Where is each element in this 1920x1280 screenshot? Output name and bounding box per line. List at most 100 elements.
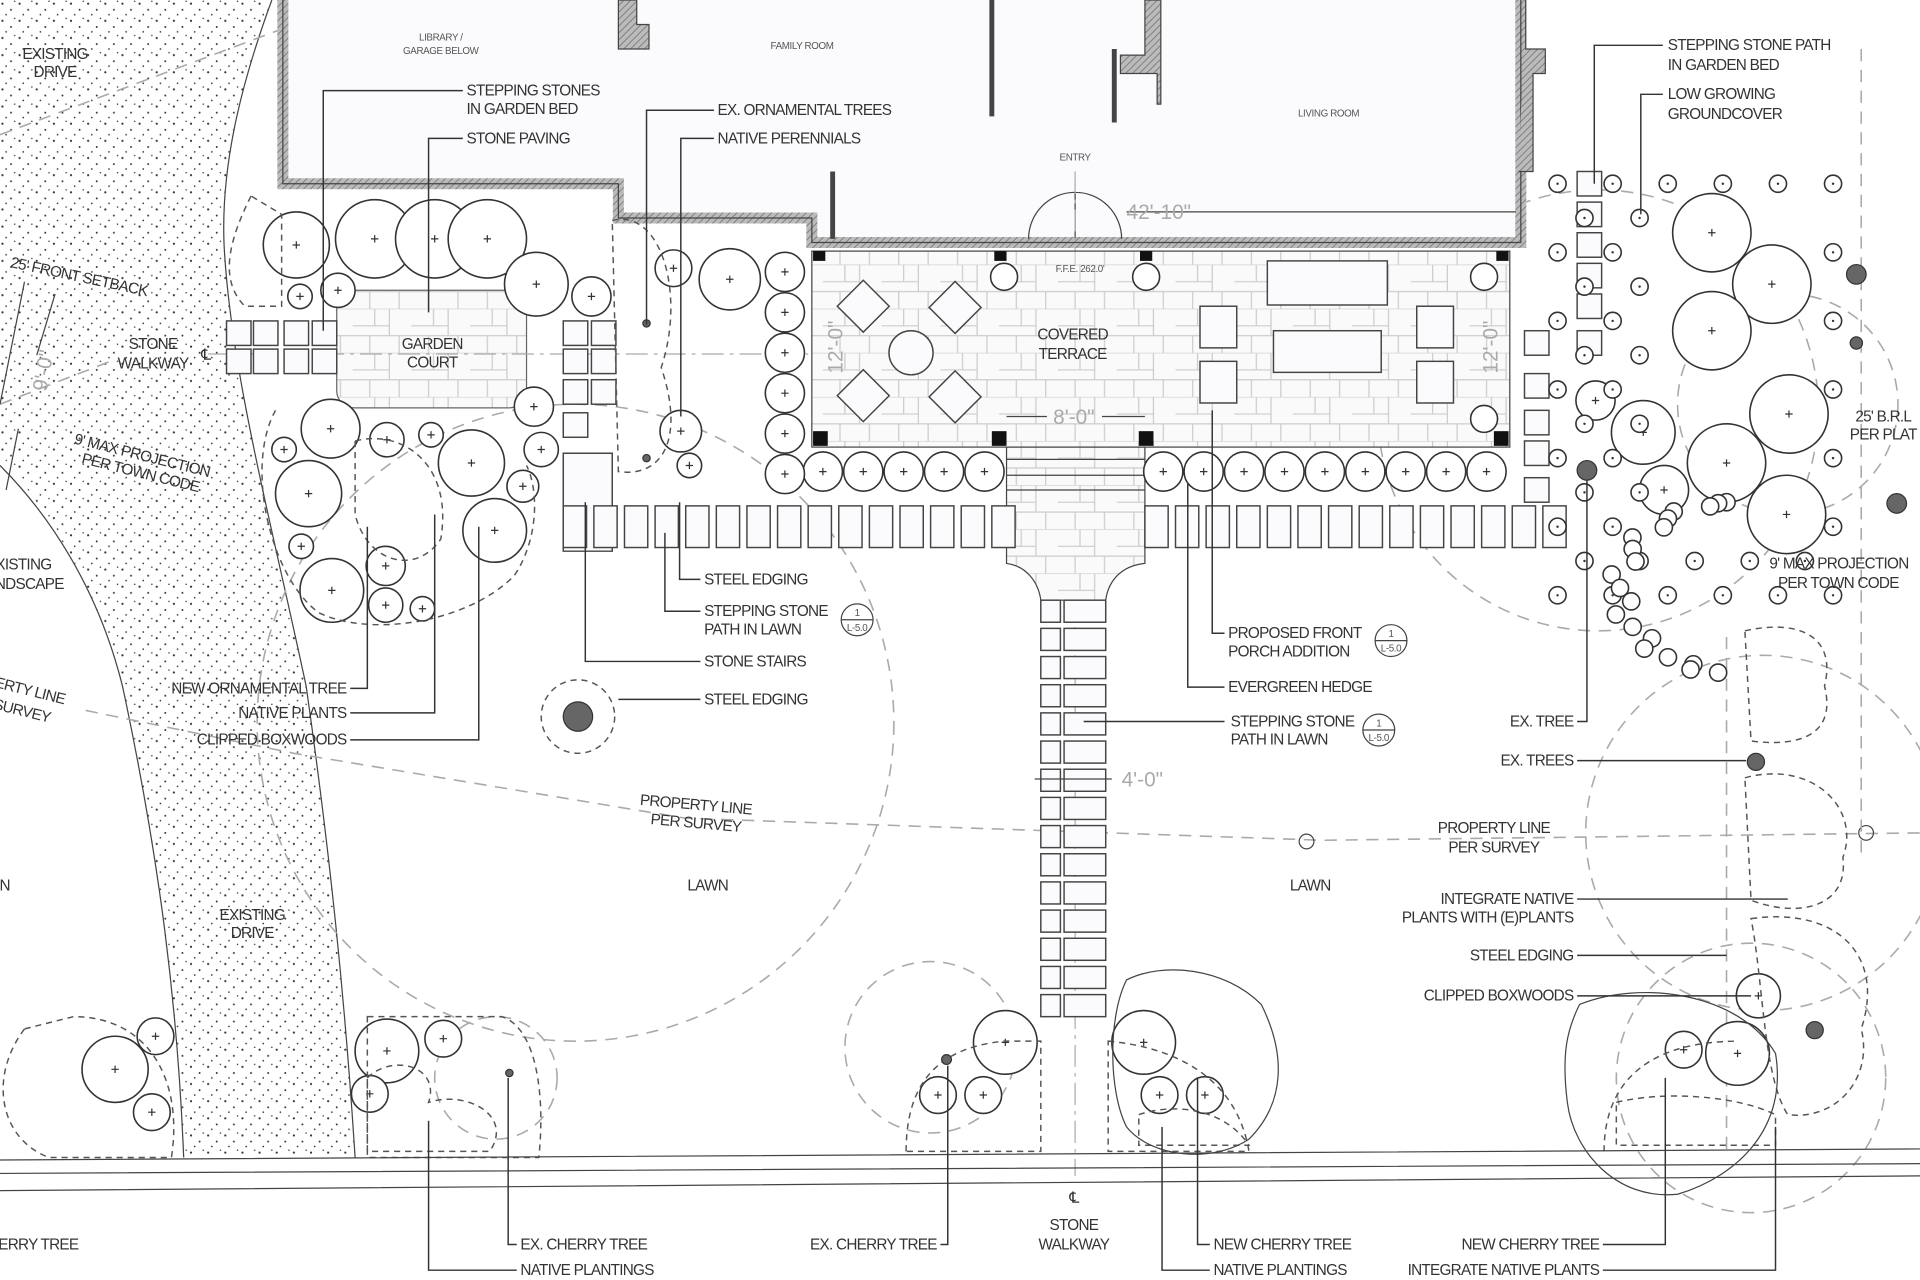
groundcover-plant <box>1658 585 1678 605</box>
stepping-stone <box>283 320 310 347</box>
groundcover-plant <box>1823 585 1843 605</box>
plant-center-mark <box>427 431 435 439</box>
groundcover-plant <box>1548 448 1567 468</box>
svg-text:1: 1 <box>855 608 860 619</box>
shrub <box>288 533 315 560</box>
svg-text:IN GARDEN BED: IN GARDEN BED <box>467 101 579 118</box>
plant-center-mark <box>980 467 989 476</box>
plant-center-mark <box>685 461 694 470</box>
groundcover-dot <box>1611 456 1614 460</box>
shrub <box>320 272 356 309</box>
shrub <box>286 283 314 310</box>
area-label-stone-walkway-bottom: STONE <box>1050 1217 1099 1234</box>
detail-ref-bubble[interactable]: 1L-5.0 <box>1362 713 1396 747</box>
plant-center-mark <box>979 1091 987 1099</box>
groundcover-plant <box>1713 174 1733 194</box>
planting <box>81 174 1843 1132</box>
stepping-stone <box>1523 476 1550 503</box>
svg-text:INTEGRATE NATIVE: INTEGRATE NATIVE <box>1440 891 1574 908</box>
stepping-stone <box>1523 440 1550 467</box>
plant-center-mark <box>280 445 288 454</box>
evergreen-hedge-shrub <box>1344 451 1386 492</box>
detail-ref-bubble[interactable]: 1L-5.0 <box>840 603 874 637</box>
shrub <box>523 431 560 468</box>
stepping-stone <box>1266 505 1292 549</box>
groundcover-plant <box>1795 551 1815 571</box>
groundcover-plant <box>1623 617 1643 637</box>
dimension-terrace-depth-right: 12'-0" <box>1480 321 1503 374</box>
shrub <box>1746 474 1827 555</box>
stepping-stone <box>868 505 894 549</box>
groundcover-dot <box>1583 422 1586 426</box>
svg-text:NATIVE PLANTINGS: NATIVE PLANTINGS <box>520 1262 654 1279</box>
groundcover-dot <box>1831 388 1835 391</box>
groundcover-circle <box>1606 605 1626 624</box>
stepping-stone <box>807 505 833 549</box>
walkway-stone <box>1040 853 1062 877</box>
groundcover-dot <box>1611 525 1614 528</box>
svg-text:L-5.0: L-5.0 <box>847 623 868 634</box>
centerline-symbol: ℄ <box>1068 1190 1079 1207</box>
groundcover-dot <box>1611 594 1614 597</box>
groundcover-dot <box>1556 251 1559 254</box>
plant-center-mark <box>1321 467 1329 476</box>
evergreen-hedge-shrub <box>1304 451 1346 492</box>
svg-text:EX. TREE: EX. TREE <box>1510 713 1574 730</box>
walkway-stone <box>1063 599 1107 623</box>
shrub <box>1704 1020 1771 1087</box>
evergreen-hedge-shrub <box>923 451 965 492</box>
groundcover-circle <box>1623 617 1643 637</box>
evergreen-hedge-shrub <box>883 451 925 492</box>
groundcover-dot <box>1638 353 1641 357</box>
stepping-stone <box>929 505 955 549</box>
plant-center-mark <box>1708 327 1716 335</box>
groundcover-plant <box>1740 551 1760 571</box>
stepping-stone <box>252 348 279 375</box>
evergreen-hedge-shrub <box>1264 451 1305 492</box>
detail-ref-bubble[interactable]: 1L-5.0 <box>1374 624 1408 658</box>
groundcover-plant <box>1575 483 1594 502</box>
groundcover-dot <box>1748 559 1752 563</box>
stepping-stone <box>684 505 710 549</box>
existing-drive <box>0 0 356 1158</box>
plant-center-mark <box>677 427 685 435</box>
plant-center-mark <box>483 235 492 243</box>
evergreen-hedge-shrub <box>1385 451 1427 492</box>
groundcover-plant <box>1634 639 1654 658</box>
groundcover-circle <box>1621 591 1641 611</box>
plant-center-mark <box>439 1035 447 1043</box>
evergreen-hedge-shrub <box>764 332 806 374</box>
stepping-stone <box>562 505 588 549</box>
groundcover-plant <box>1681 660 1700 679</box>
plant-center-mark <box>900 467 908 476</box>
evergreen-hedge-shrub <box>764 251 806 293</box>
groundcover-plant <box>1768 585 1788 605</box>
plant-center-mark <box>418 605 427 613</box>
shrub <box>503 251 569 317</box>
svg-text:STONE PAVING: STONE PAVING <box>467 130 570 147</box>
groundcover-dot <box>1583 559 1586 563</box>
groundcover-plant <box>1610 578 1630 598</box>
stepping-stone <box>311 348 338 375</box>
walkway-stone <box>1063 853 1107 877</box>
groundcover-plant <box>1654 517 1674 537</box>
plant-center-mark <box>304 489 313 498</box>
groundcover-plant <box>1575 208 1594 228</box>
svg-text:PATH IN LAWN: PATH IN LAWN <box>704 621 801 638</box>
stepping-stone <box>1419 505 1445 549</box>
svg-text:EX. CHERRY TREE: EX. CHERRY TREE <box>0 1236 79 1253</box>
groundcover-dot <box>1638 285 1641 288</box>
walkway-stone <box>1063 712 1107 736</box>
groundcover-dot <box>1776 594 1780 597</box>
area-label-covered-terrace: COVERED <box>1037 326 1108 343</box>
plant-center-mark <box>1280 467 1289 476</box>
plant-center-mark <box>1442 467 1450 476</box>
svg-text:NATIVE PLANTINGS: NATIVE PLANTINGS <box>1213 1262 1347 1279</box>
groundcover-plant <box>1603 517 1623 537</box>
area-label-covered-terrace-2: TERRACE <box>1039 346 1107 363</box>
plant-center-mark <box>781 470 789 478</box>
walkway-stone <box>1063 627 1107 652</box>
groundcover-plant <box>1630 483 1649 502</box>
terrace-furniture <box>813 251 1509 446</box>
groundcover-dot <box>1693 559 1696 563</box>
